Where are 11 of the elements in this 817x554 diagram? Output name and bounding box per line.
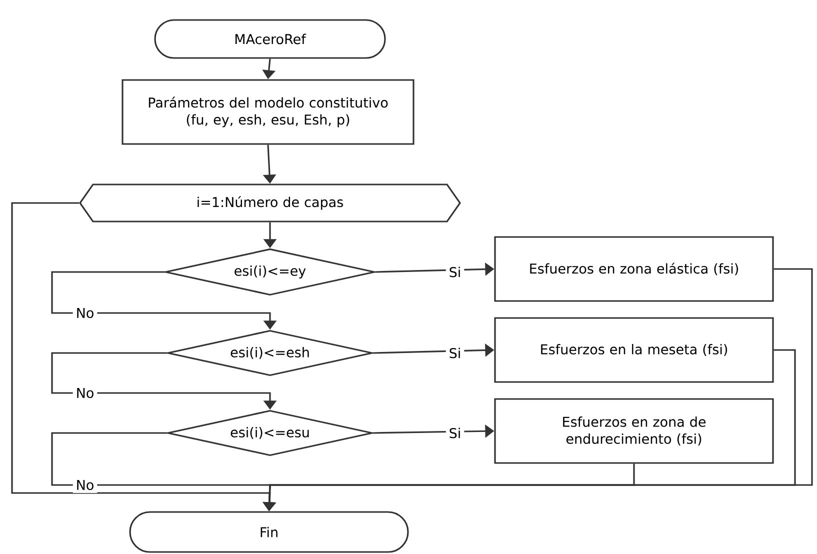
edge-label: No (72, 304, 98, 321)
edge-label: No (72, 476, 98, 493)
loop-hexagon: i=1:Número de capas (79, 184, 461, 222)
process-box: Esfuerzos en zona elástica (fsi) (494, 236, 774, 302)
process-box: Parámetros del modelo constitutivo (fu, ey, esh, esu, Esh, p) (122, 79, 414, 145)
edge-label: Si (446, 424, 464, 442)
edge-label: No (72, 384, 98, 401)
process-box: Esfuerzos en la meseta (fsi) (494, 317, 774, 383)
edge-label: Si (446, 264, 464, 280)
edge-label: Si (446, 344, 464, 362)
process-box: Esfuerzos en zona de endurecimiento (fsi) (494, 398, 774, 464)
